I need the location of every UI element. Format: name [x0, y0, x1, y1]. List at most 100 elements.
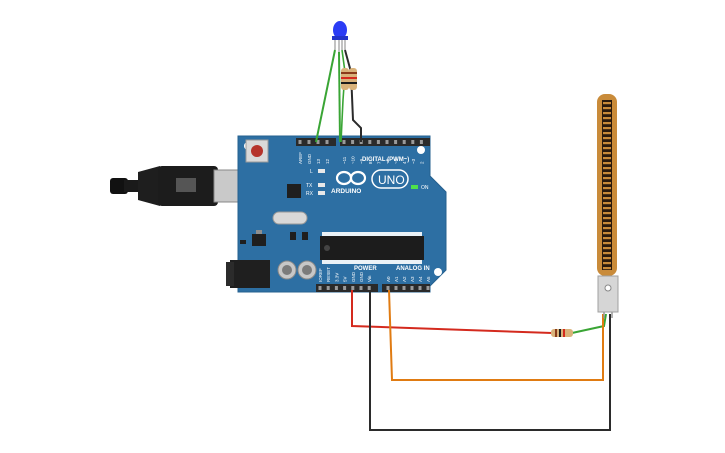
pin-label: 2	[419, 161, 424, 164]
power-pin-label: IOREF	[318, 268, 323, 282]
arduino-logo: ARDUINO	[331, 170, 367, 195]
analog-pin[interactable]	[426, 286, 430, 290]
pin-label: ~3	[411, 158, 416, 164]
flex-segment	[603, 112, 611, 115]
smd-part	[302, 232, 308, 240]
led-l	[318, 169, 325, 173]
wire-green-led-to-pin[interactable]	[338, 51, 341, 143]
power-pin[interactable]	[326, 286, 330, 290]
header-pin[interactable]	[385, 140, 389, 144]
power-pin[interactable]	[367, 286, 371, 290]
analog-pin[interactable]	[418, 286, 422, 290]
flex-segment	[603, 132, 611, 135]
power-pin[interactable]	[351, 286, 355, 290]
usb-logo	[176, 178, 196, 192]
pin-label: AREF	[298, 152, 303, 164]
flex-sensor-trace	[602, 100, 612, 270]
flex-segment	[603, 182, 611, 185]
led-resistors	[341, 68, 357, 90]
usb-cable-end	[110, 178, 128, 194]
power-pin[interactable]	[318, 286, 322, 290]
power-jack[interactable]	[230, 260, 270, 288]
header-pin[interactable]	[325, 140, 329, 144]
analog-pin[interactable]	[386, 286, 390, 290]
rgb-led[interactable]	[332, 21, 348, 52]
flex-segment	[603, 152, 611, 155]
analog-pin[interactable]	[410, 286, 414, 290]
header-pin[interactable]	[419, 140, 423, 144]
wire-black-led-to-pin[interactable]	[344, 49, 362, 142]
resistor[interactable]	[341, 68, 349, 90]
resistor-band	[341, 77, 349, 79]
analog-header-label: ANALOG IN	[396, 266, 430, 272]
flex-sensor[interactable]	[597, 94, 619, 318]
header-top-right	[340, 138, 430, 146]
flex-segment	[603, 267, 611, 270]
pull-resistor[interactable]	[551, 329, 573, 337]
analog-pin-label: A1	[394, 276, 399, 282]
flex-sensor-connector	[597, 275, 619, 313]
chip-notch	[324, 245, 330, 251]
header-pin[interactable]	[402, 140, 406, 144]
reset-button[interactable]	[251, 145, 263, 157]
power-pin-label: 5V	[343, 276, 348, 282]
header-pin[interactable]	[316, 140, 320, 144]
analog-pin[interactable]	[394, 286, 398, 290]
pin-label: 8	[368, 161, 373, 164]
flex-segment	[603, 167, 611, 170]
flex-sensor-pattern	[603, 102, 611, 270]
power-pin[interactable]	[343, 286, 347, 290]
resistor-band	[349, 72, 357, 74]
wire-black-gnd[interactable]	[369, 290, 611, 431]
header-pin[interactable]	[342, 140, 346, 144]
pin-label: 4	[402, 161, 407, 164]
wire-green-led-to-gnd[interactable]	[315, 49, 336, 143]
flex-segment	[603, 117, 611, 120]
flex-segment	[603, 202, 611, 205]
wire-orange-a0[interactable]	[388, 289, 604, 381]
led-l-label: L	[310, 169, 313, 175]
wire-led-resistor-left[interactable]	[340, 49, 346, 143]
pin-label: ~10	[351, 156, 356, 164]
flex-segment	[603, 137, 611, 140]
analog-pin-label: A4	[418, 276, 423, 282]
power-pin[interactable]	[359, 286, 363, 290]
wire-red-5v[interactable]	[351, 290, 553, 334]
analog-pin-label: A3	[410, 276, 415, 282]
header-pin[interactable]	[351, 140, 355, 144]
regulator-tab	[256, 230, 262, 234]
flex-segment	[603, 227, 611, 230]
resistor-band	[341, 72, 349, 74]
power-pin-label: 3.3V	[334, 273, 339, 282]
brand-label: ARDUINO	[331, 188, 361, 195]
led-rx	[318, 191, 325, 195]
smd-part	[240, 240, 246, 244]
header-pin[interactable]	[411, 140, 415, 144]
flex-segment	[603, 232, 611, 235]
flex-segment	[603, 212, 611, 215]
header-pin[interactable]	[298, 140, 302, 144]
flex-segment	[603, 127, 611, 130]
flex-segment	[603, 237, 611, 240]
header-pin[interactable]	[307, 140, 311, 144]
flex-segment	[603, 252, 611, 255]
usb-strain-relief	[124, 180, 138, 192]
capacitor-top	[282, 265, 292, 275]
resistor[interactable]	[349, 68, 357, 90]
analog-pin-label: A5	[426, 276, 431, 282]
header-pin[interactable]	[376, 140, 380, 144]
header-pin[interactable]	[368, 140, 372, 144]
flex-segment	[603, 222, 611, 225]
power-pin[interactable]	[334, 286, 338, 290]
pin-label: 13	[316, 158, 321, 164]
header-pin[interactable]	[394, 140, 398, 144]
header-power	[316, 284, 378, 292]
atmega-chip	[320, 236, 424, 260]
power-header-label: POWER	[354, 266, 377, 272]
wire-green-flex[interactable]	[571, 313, 607, 334]
analog-pin[interactable]	[402, 286, 406, 290]
capacitor-top	[302, 265, 312, 275]
